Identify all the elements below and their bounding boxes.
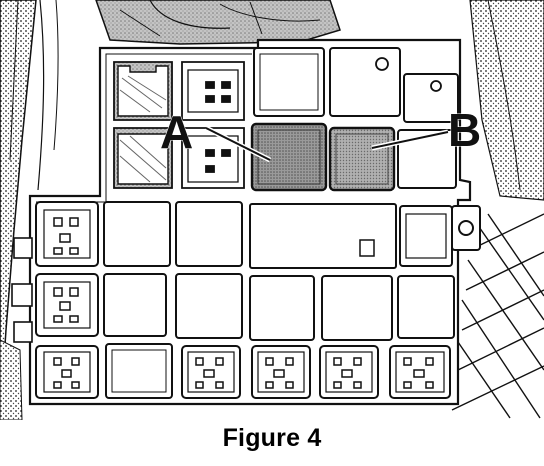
relay-right-of-b [397, 129, 457, 189]
socket-bottom-4 [251, 345, 311, 399]
relay-mid-wide [249, 203, 397, 269]
fuse-box-diagram: A B [0, 0, 544, 420]
relay-top-2 [329, 47, 401, 117]
callout-b: B [371, 104, 482, 157]
socket-bottom-6 [389, 345, 451, 399]
relay-low-4 [321, 275, 393, 341]
bottom-row [35, 343, 451, 399]
callout-b-label: B [448, 104, 481, 156]
relay-b [328, 126, 396, 192]
socket-1 [113, 61, 173, 121]
relay-top-3 [403, 73, 459, 123]
relay-bottom-2 [105, 343, 173, 399]
socket-bottom-5 [319, 345, 379, 399]
socket-bottom-3 [181, 345, 241, 399]
relay-low-2 [175, 273, 243, 339]
socket-3 [113, 127, 173, 189]
relay-mid-2 [175, 201, 243, 267]
relay-low-3 [249, 275, 315, 341]
socket-4 [181, 127, 245, 189]
relay-low-5 [397, 275, 455, 339]
relay-mid-1 [103, 201, 171, 267]
callout-a: A [160, 106, 272, 163]
relay-a [250, 122, 328, 192]
socket-2 [181, 61, 245, 121]
upper-relays [253, 47, 459, 123]
figure-caption: Figure 4 [222, 424, 322, 452]
socket-bottom-1 [35, 345, 99, 399]
middle-row [35, 201, 453, 269]
callout-a-label: A [160, 106, 193, 158]
relay-low-1 [103, 273, 167, 337]
lower-row [35, 273, 455, 341]
top-left-sockets [113, 61, 245, 189]
